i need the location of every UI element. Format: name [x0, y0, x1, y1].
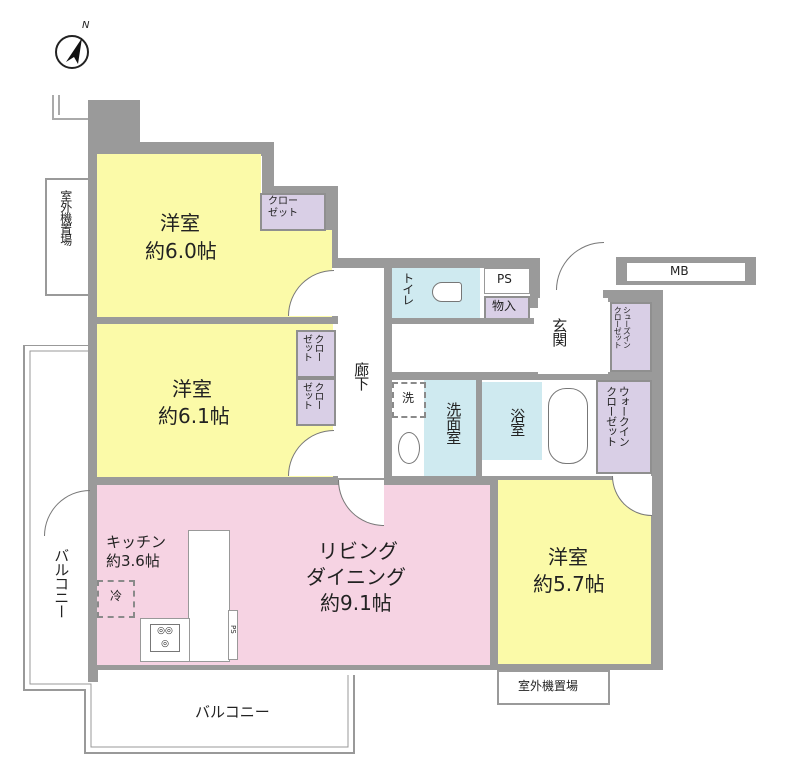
toilet-bowl-icon: [432, 282, 462, 302]
wall-block: [530, 258, 540, 308]
toilet-label: トイレ: [400, 272, 415, 305]
meter-box: [626, 262, 746, 282]
bedroom-3-name: 洋室: [548, 545, 588, 569]
bathtub-icon: [548, 388, 588, 464]
closet-2a[interactable]: [296, 330, 336, 378]
entrance-label: 玄関: [550, 318, 569, 346]
wall-block: [476, 380, 482, 476]
stove: [140, 618, 190, 662]
bedroom-2-size: 約6.1帖: [158, 404, 230, 428]
wall-block: [384, 262, 392, 482]
shoes-in-closet[interactable]: [610, 302, 652, 372]
closet-2b[interactable]: [296, 378, 336, 426]
hallway[interactable]: [338, 268, 384, 478]
ps-top: [484, 268, 530, 294]
ps-kitchen: [228, 610, 238, 660]
ps-kitchen-label: PS: [229, 625, 238, 634]
bedroom-3-size: 約5.7帖: [533, 572, 605, 596]
walk-in-closet[interactable]: [596, 380, 652, 474]
washer-label: 洗: [402, 391, 415, 405]
exterior-line: [52, 95, 54, 120]
sink-icon: [398, 432, 420, 464]
wall-block: [490, 480, 498, 670]
washer-space: [392, 382, 426, 418]
wall-block: [88, 142, 98, 682]
fridge-label: 冷: [110, 589, 123, 603]
wall-block: [326, 258, 538, 268]
balcony[interactable]: [22, 344, 356, 755]
ac-space-left-label: 室外機置場: [58, 190, 73, 245]
exterior-line: [52, 118, 90, 120]
bath-label: 浴室: [508, 408, 527, 436]
wall-block: [88, 664, 663, 670]
compass-north-label: N: [82, 20, 90, 31]
balcony-bottom-label: バルコニー: [195, 703, 270, 721]
bedroom-3[interactable]: [498, 480, 651, 664]
bedroom-1-size: 約6.0帖: [145, 239, 217, 263]
bedroom-1-name: 洋室: [160, 211, 200, 235]
closet-1[interactable]: [260, 193, 326, 231]
kitchen-counter: [188, 530, 230, 662]
bedroom-1[interactable]: [97, 154, 261, 317]
wall-block: [262, 142, 274, 187]
ac-space-left: [45, 178, 90, 296]
closet-2a-label: クロー ゼット: [300, 334, 324, 361]
exterior-line: [58, 95, 60, 115]
balcony-outline: [23, 344, 355, 754]
ac-space-bottom: [497, 670, 610, 705]
compass: N: [52, 20, 92, 70]
living-name-1: リビング: [318, 539, 398, 563]
kitchen-size: 約3.6帖: [106, 552, 160, 570]
bathroom[interactable]: [482, 382, 542, 460]
walk-in-closet-label: ウォークイン クローゼット: [604, 386, 631, 446]
shoes-in-closet-label: シューズイン クローゼット: [613, 306, 632, 348]
storage-label: 物入: [492, 299, 517, 313]
balcony-side-label: バルコニー: [52, 548, 71, 618]
closet-1-label: クロー ゼット: [268, 196, 298, 219]
wall-block: [88, 142, 273, 156]
wall-block: [384, 318, 534, 324]
living-size: 約9.1帖: [320, 591, 392, 615]
mb-label: MB: [670, 264, 689, 278]
entrance[interactable]: [538, 298, 608, 374]
closet-2b-label: クロー ゼット: [300, 382, 324, 409]
washroom-label: 洗面室: [444, 402, 463, 444]
wall-block: [88, 316, 338, 324]
bedroom-2-name: 洋室: [172, 377, 212, 401]
living-name-2: ダイニング: [306, 565, 406, 589]
stove-burners-icon: ◎◎◎: [150, 624, 180, 652]
fridge-space: [97, 580, 135, 618]
ac-space-bottom-label: 室外機置場: [518, 679, 579, 693]
front-door-arc[interactable]: [556, 242, 604, 290]
ps-top-label: PS: [497, 272, 512, 286]
wall-block: [603, 290, 663, 302]
wall-block: [384, 372, 654, 380]
north-arrow-icon: [55, 35, 89, 69]
hallway-label: 廊下: [352, 362, 371, 390]
kitchen-name: キッチン: [106, 533, 167, 551]
lobby: [392, 324, 532, 372]
wall-block: [262, 186, 338, 196]
